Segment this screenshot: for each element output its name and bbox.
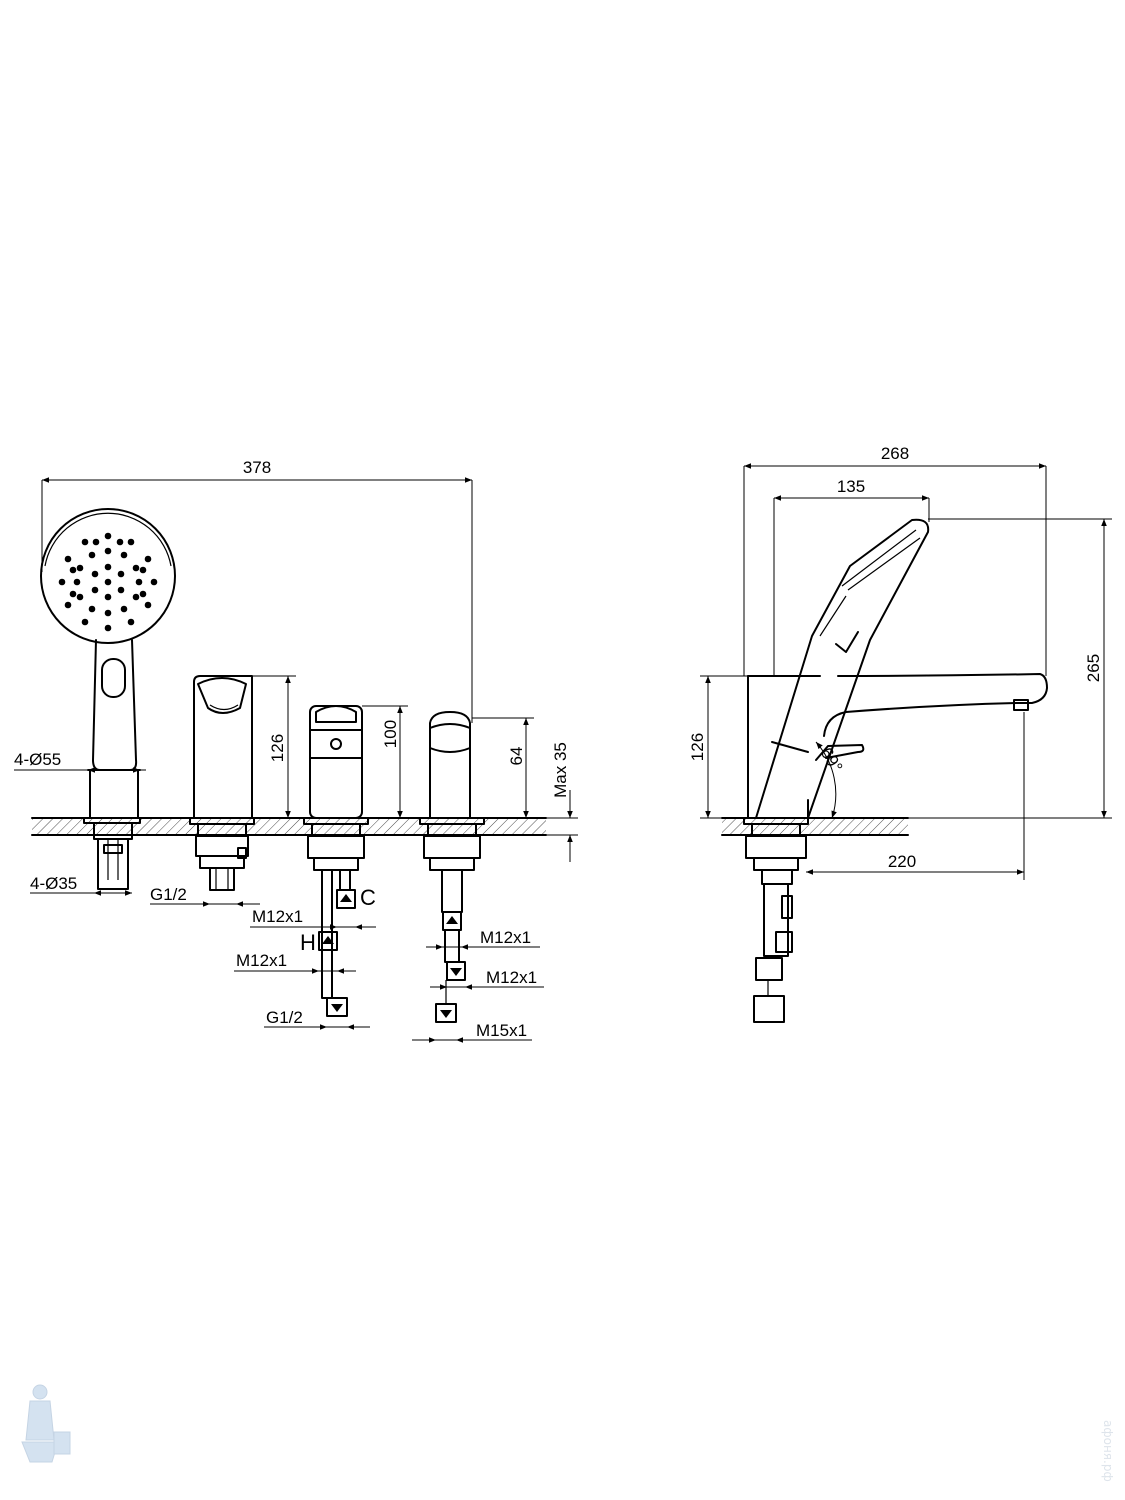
- dim-diverter-hose-thread: M15x1: [476, 1021, 527, 1040]
- dim-body-height: 126: [688, 733, 707, 761]
- watermark: афоня.рф: [21, 1384, 1115, 1482]
- dim-diverter-height: 64: [507, 747, 526, 766]
- dim-overall-width: 378: [243, 458, 271, 477]
- dim-mixer-outlet-thread: G1/2: [266, 1008, 303, 1027]
- shower-nozzles: [58, 532, 158, 632]
- side-view: 268 135 265 126 220 69°: [688, 444, 1112, 1023]
- dim-spout-height: 126: [268, 734, 287, 762]
- dim-mixer-hot-thread: M12x1: [236, 951, 287, 970]
- dim-diverter-in-thread: M12x1: [480, 928, 531, 947]
- deck-surface: [31, 817, 547, 836]
- side-connectors: [743, 817, 809, 1023]
- front-dimensions: 378 4-Ø55 4-Ø35 126 100 64: [14, 458, 578, 1043]
- dim-spout-thread: G1/2: [150, 885, 187, 904]
- dim-total-length: 268: [881, 444, 909, 463]
- dim-max-deck: Max 35: [551, 742, 570, 798]
- plumber-logo: [21, 1384, 71, 1463]
- diverter: [419, 711, 485, 1023]
- dim-mixer-cold-thread: M12x1: [252, 907, 303, 926]
- side-hand-shower: [755, 518, 930, 819]
- dim-spout-projection: 220: [888, 852, 916, 871]
- dim-mixer-height: 100: [381, 720, 400, 748]
- dim-diverter-out-thread: M12x1: [486, 968, 537, 987]
- dim-flange-bottom: 4-Ø35: [30, 874, 77, 893]
- front-view: 378 4-Ø55 4-Ø35 126 100 64: [14, 458, 578, 1043]
- dim-flange-top: 4-Ø55: [14, 750, 61, 769]
- watermark-text: афоня.рф: [1101, 1420, 1115, 1482]
- cold-mark: C: [360, 885, 376, 910]
- dim-total-height: 265: [1084, 654, 1103, 682]
- spout: [189, 675, 255, 891]
- dim-hand-shower-reach: 135: [837, 477, 865, 496]
- side-deck-surface: [721, 817, 909, 836]
- side-dimensions: 268 135 265 126 220 69°: [688, 444, 1112, 880]
- hot-mark: H: [300, 930, 316, 955]
- mixer: [303, 705, 369, 1017]
